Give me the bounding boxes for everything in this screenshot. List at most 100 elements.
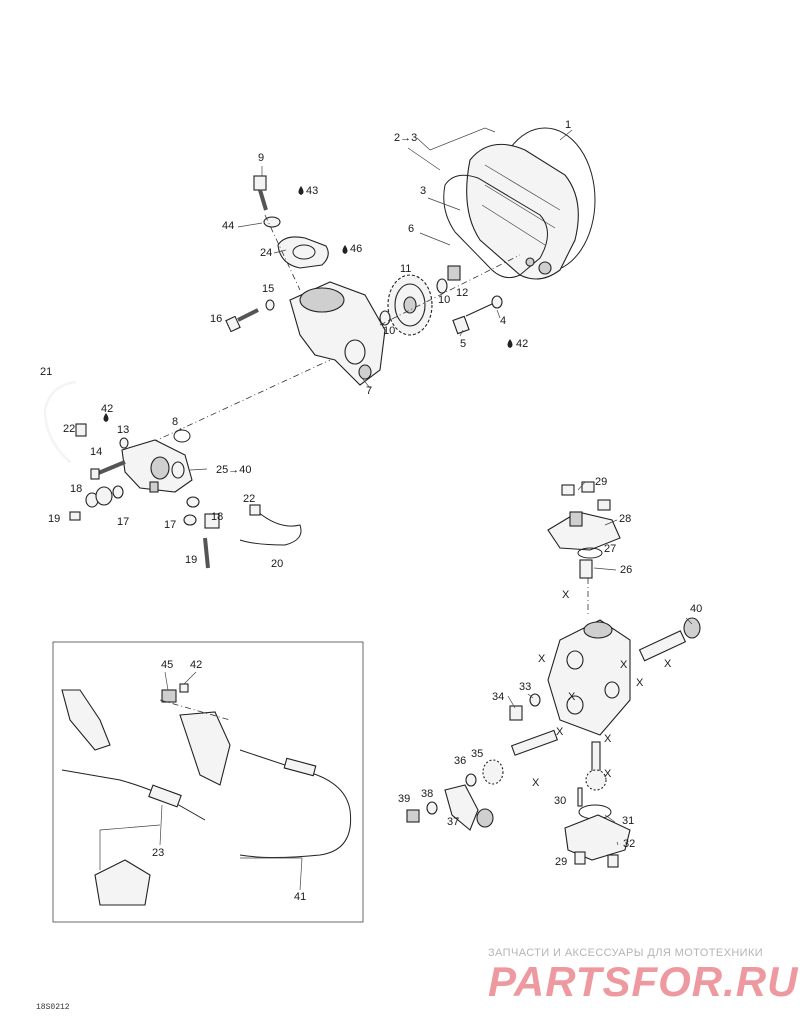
callout-2-3: 2→3 — [394, 132, 417, 144]
callout-x4: X — [664, 658, 672, 670]
fitting-18 — [204, 513, 220, 529]
callout-42a: 42 — [516, 338, 528, 350]
callout-18a: 18 — [70, 483, 82, 495]
callout-4: 4 — [500, 315, 506, 327]
callout-x6: X — [568, 691, 576, 703]
callout-labels: 1 2→3 3 6 9 43 44 24 46 11 10 12 10 15 1… — [40, 119, 702, 903]
rotary-valve-cover — [466, 143, 579, 280]
callout-5: 5 — [460, 338, 466, 350]
oil-drop-icon — [507, 339, 513, 348]
plunger-40 — [638, 617, 701, 662]
screw-14 — [95, 460, 126, 476]
watermark-tagline: ЗАПЧАСТИ И АКСЕССУАРЫ ДЛЯ МОТОТЕХНИКИ — [488, 947, 764, 959]
callout-22a: 22 — [63, 423, 75, 435]
screw-29b — [581, 481, 595, 493]
callout-14: 14 — [90, 446, 102, 458]
screw-16 — [225, 308, 259, 333]
callout-28: 28 — [619, 513, 631, 525]
leader-lines — [99, 127, 693, 891]
check-valve-26 — [579, 559, 593, 579]
callout-31: 31 — [622, 815, 634, 827]
oil-drop-icon — [342, 245, 348, 254]
callout-44: 44 — [222, 220, 234, 232]
callout-17b: 17 — [164, 519, 176, 531]
callout-19b: 19 — [185, 554, 197, 566]
callout-x8: X — [604, 733, 612, 745]
cable-inset-frame — [52, 641, 364, 923]
screw-19b — [203, 537, 210, 569]
callout-26: 26 — [620, 564, 632, 576]
nut-45 — [161, 689, 177, 703]
callout-40: 40 — [690, 603, 702, 615]
callout-42c: 42 — [190, 659, 202, 671]
watermark-logo: PARTSFOR.RU — [488, 958, 799, 1005]
pump-support-7 — [289, 281, 386, 386]
throttle-cable-23 — [61, 769, 206, 821]
lockwasher-44 — [263, 216, 281, 228]
mounting-flange-32 — [564, 814, 631, 861]
oil-line-21 — [44, 381, 77, 463]
screw-9 — [253, 175, 268, 211]
callout-17a: 17 — [117, 516, 129, 528]
figure-reference-code: 18S0212 — [36, 1003, 70, 1012]
drive-gear-11 — [387, 274, 433, 336]
carb-lever — [61, 689, 111, 751]
callout-10b: 10 — [383, 325, 395, 337]
oil-drop-icon — [298, 186, 304, 195]
callout-13: 13 — [117, 424, 129, 436]
clip-42 — [179, 683, 189, 693]
washer-4 — [491, 295, 503, 309]
screw-29c — [597, 499, 611, 511]
callout-29b: 29 — [555, 856, 567, 868]
callout-x10: X — [604, 768, 612, 780]
callout-22b: 22 — [243, 493, 255, 505]
washer-36 — [465, 773, 477, 787]
callout-45: 45 — [161, 659, 173, 671]
callout-x9: X — [532, 777, 540, 789]
o-ring-27 — [577, 547, 603, 559]
callout-x5: X — [636, 677, 644, 689]
washer-15 — [265, 299, 275, 311]
callout-3: 3 — [420, 185, 426, 197]
support-plate — [94, 859, 151, 906]
callout-7: 7 — [366, 385, 372, 397]
screw-29d — [574, 851, 586, 865]
callout-12: 12 — [456, 287, 468, 299]
washer-10a — [379, 310, 391, 326]
callout-18b: 18 — [211, 511, 223, 523]
cover-assembly — [443, 127, 596, 280]
shaft-35 — [510, 729, 559, 756]
callout-46: 46 — [350, 243, 362, 255]
callout-x3: X — [620, 659, 628, 671]
callout-6: 6 — [408, 223, 414, 235]
clamp-22a — [75, 423, 87, 437]
screw-5 — [452, 303, 493, 335]
o-ring-8 — [173, 429, 191, 443]
callout-8: 8 — [172, 416, 178, 428]
gasket-24 — [277, 236, 329, 269]
washer-13 — [119, 437, 129, 449]
callout-x2: X — [538, 653, 546, 665]
callout-20: 20 — [271, 558, 283, 570]
callout-21: 21 — [40, 366, 52, 378]
callout-34: 34 — [492, 691, 504, 703]
oil-line-20 — [239, 511, 302, 546]
callout-27: 27 — [604, 543, 616, 555]
callout-16: 16 — [210, 313, 222, 325]
oil-pump-assembly-25-40 — [121, 439, 193, 493]
pin-30 — [577, 787, 583, 807]
callout-41: 41 — [294, 891, 306, 903]
pump-lever-bracket — [179, 711, 231, 786]
callout-9: 9 — [258, 152, 264, 164]
callout-38: 38 — [421, 788, 433, 800]
callout-11: 11 — [400, 263, 411, 275]
callout-1: 1 — [565, 119, 571, 131]
callout-29a: 29 — [595, 476, 607, 488]
washer-10b — [436, 278, 448, 294]
callout-39: 39 — [398, 793, 410, 805]
callout-10a: 10 — [438, 294, 450, 306]
callout-24: 24 — [260, 247, 272, 259]
callout-36: 36 — [454, 755, 466, 767]
callout-25-40: 25→40 — [216, 464, 251, 476]
screw-29e — [607, 854, 619, 868]
